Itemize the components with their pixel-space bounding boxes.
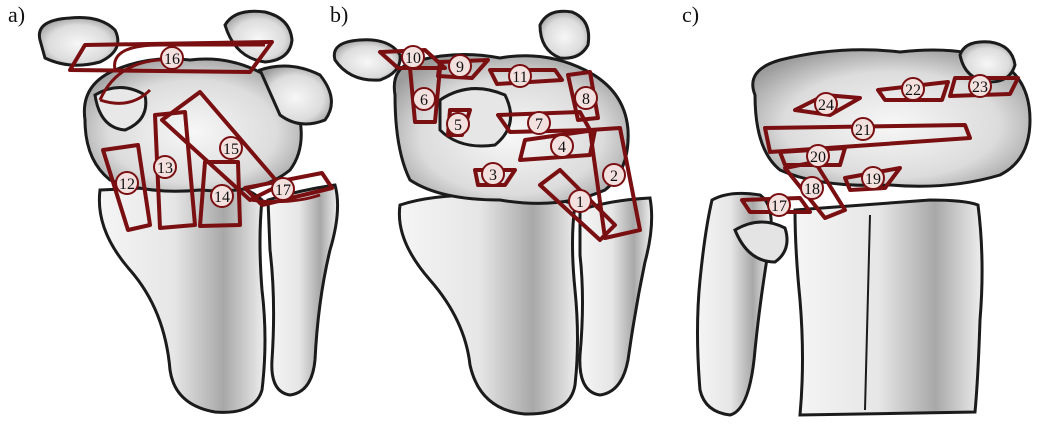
panel-a-label: a) xyxy=(8,2,25,28)
ligament-badge-label: 24 xyxy=(818,97,834,114)
ligament-badge-label: 14 xyxy=(214,189,230,206)
ligament-badge-label: 23 xyxy=(972,79,988,96)
ligament-badge: 2 xyxy=(603,164,625,186)
ligament-badge-label: 15 xyxy=(223,141,239,158)
ligament-badge-label: 19 xyxy=(865,171,881,188)
panel-c-label: c) xyxy=(682,2,699,28)
ligament-badge-label: 18 xyxy=(804,181,820,198)
ligament-badge-label: 11 xyxy=(512,69,527,86)
ligament-badge: 19 xyxy=(862,167,884,189)
ligament-badge: 5 xyxy=(447,113,469,135)
ligament-badge-label: 16 xyxy=(164,51,180,68)
ligament-badge-label: 17 xyxy=(275,182,291,199)
ligament-badge: 24 xyxy=(815,93,837,115)
ligament-badge-label: 5 xyxy=(454,117,462,134)
ligament-badge-label: 10 xyxy=(405,50,421,67)
ligament-badge: 18 xyxy=(801,177,823,199)
ligament-badge: 15 xyxy=(220,137,242,159)
ligament-badge-label: 6 xyxy=(420,92,428,109)
ligament-badge: 1 xyxy=(569,190,591,212)
ligament-badge: 22 xyxy=(902,78,924,100)
ligament-badge-label: 9 xyxy=(456,59,464,76)
ligament-badge: 23 xyxy=(969,75,991,97)
ligament-badge-label: 1 xyxy=(576,194,584,211)
ligament-badge: 13 xyxy=(154,156,176,178)
ligament-badge: 10 xyxy=(402,46,424,68)
ligament-badge: 4 xyxy=(551,135,573,157)
ligament-badge-label: 7 xyxy=(535,116,543,133)
ligament-badge: 3 xyxy=(482,163,504,185)
ligament-badge-label: 17 xyxy=(771,198,787,215)
ligament-badge-label: 4 xyxy=(558,139,566,156)
ligament-badge-label: 2 xyxy=(610,168,618,185)
panel-b-label: b) xyxy=(330,2,348,28)
ligament-badge: 8 xyxy=(575,87,597,109)
ligament-badge-label: 20 xyxy=(810,149,826,166)
ligament-badge: 21 xyxy=(852,118,874,140)
ligament-badge-label: 12 xyxy=(119,176,135,193)
ligament-badge: 16 xyxy=(161,47,183,69)
ligament-badge: 11 xyxy=(509,65,531,87)
ligament-badge: 6 xyxy=(413,88,435,110)
ligament-badge: 17 xyxy=(272,178,294,200)
ligament-badge-label: 13 xyxy=(157,160,173,177)
ligament-badge: 7 xyxy=(528,112,550,134)
ligament-badge: 9 xyxy=(449,55,471,77)
ligament-badge-label: 22 xyxy=(905,82,921,99)
ligament-badge-label: 8 xyxy=(582,91,590,108)
ligament-badge: 20 xyxy=(807,145,829,167)
ligament-badge-label: 3 xyxy=(489,167,497,184)
ligament-badge: 17 xyxy=(768,194,790,216)
ligament-badge: 12 xyxy=(116,172,138,194)
ligament-badge: 14 xyxy=(211,185,233,207)
ligament-badge-label: 21 xyxy=(855,122,871,139)
